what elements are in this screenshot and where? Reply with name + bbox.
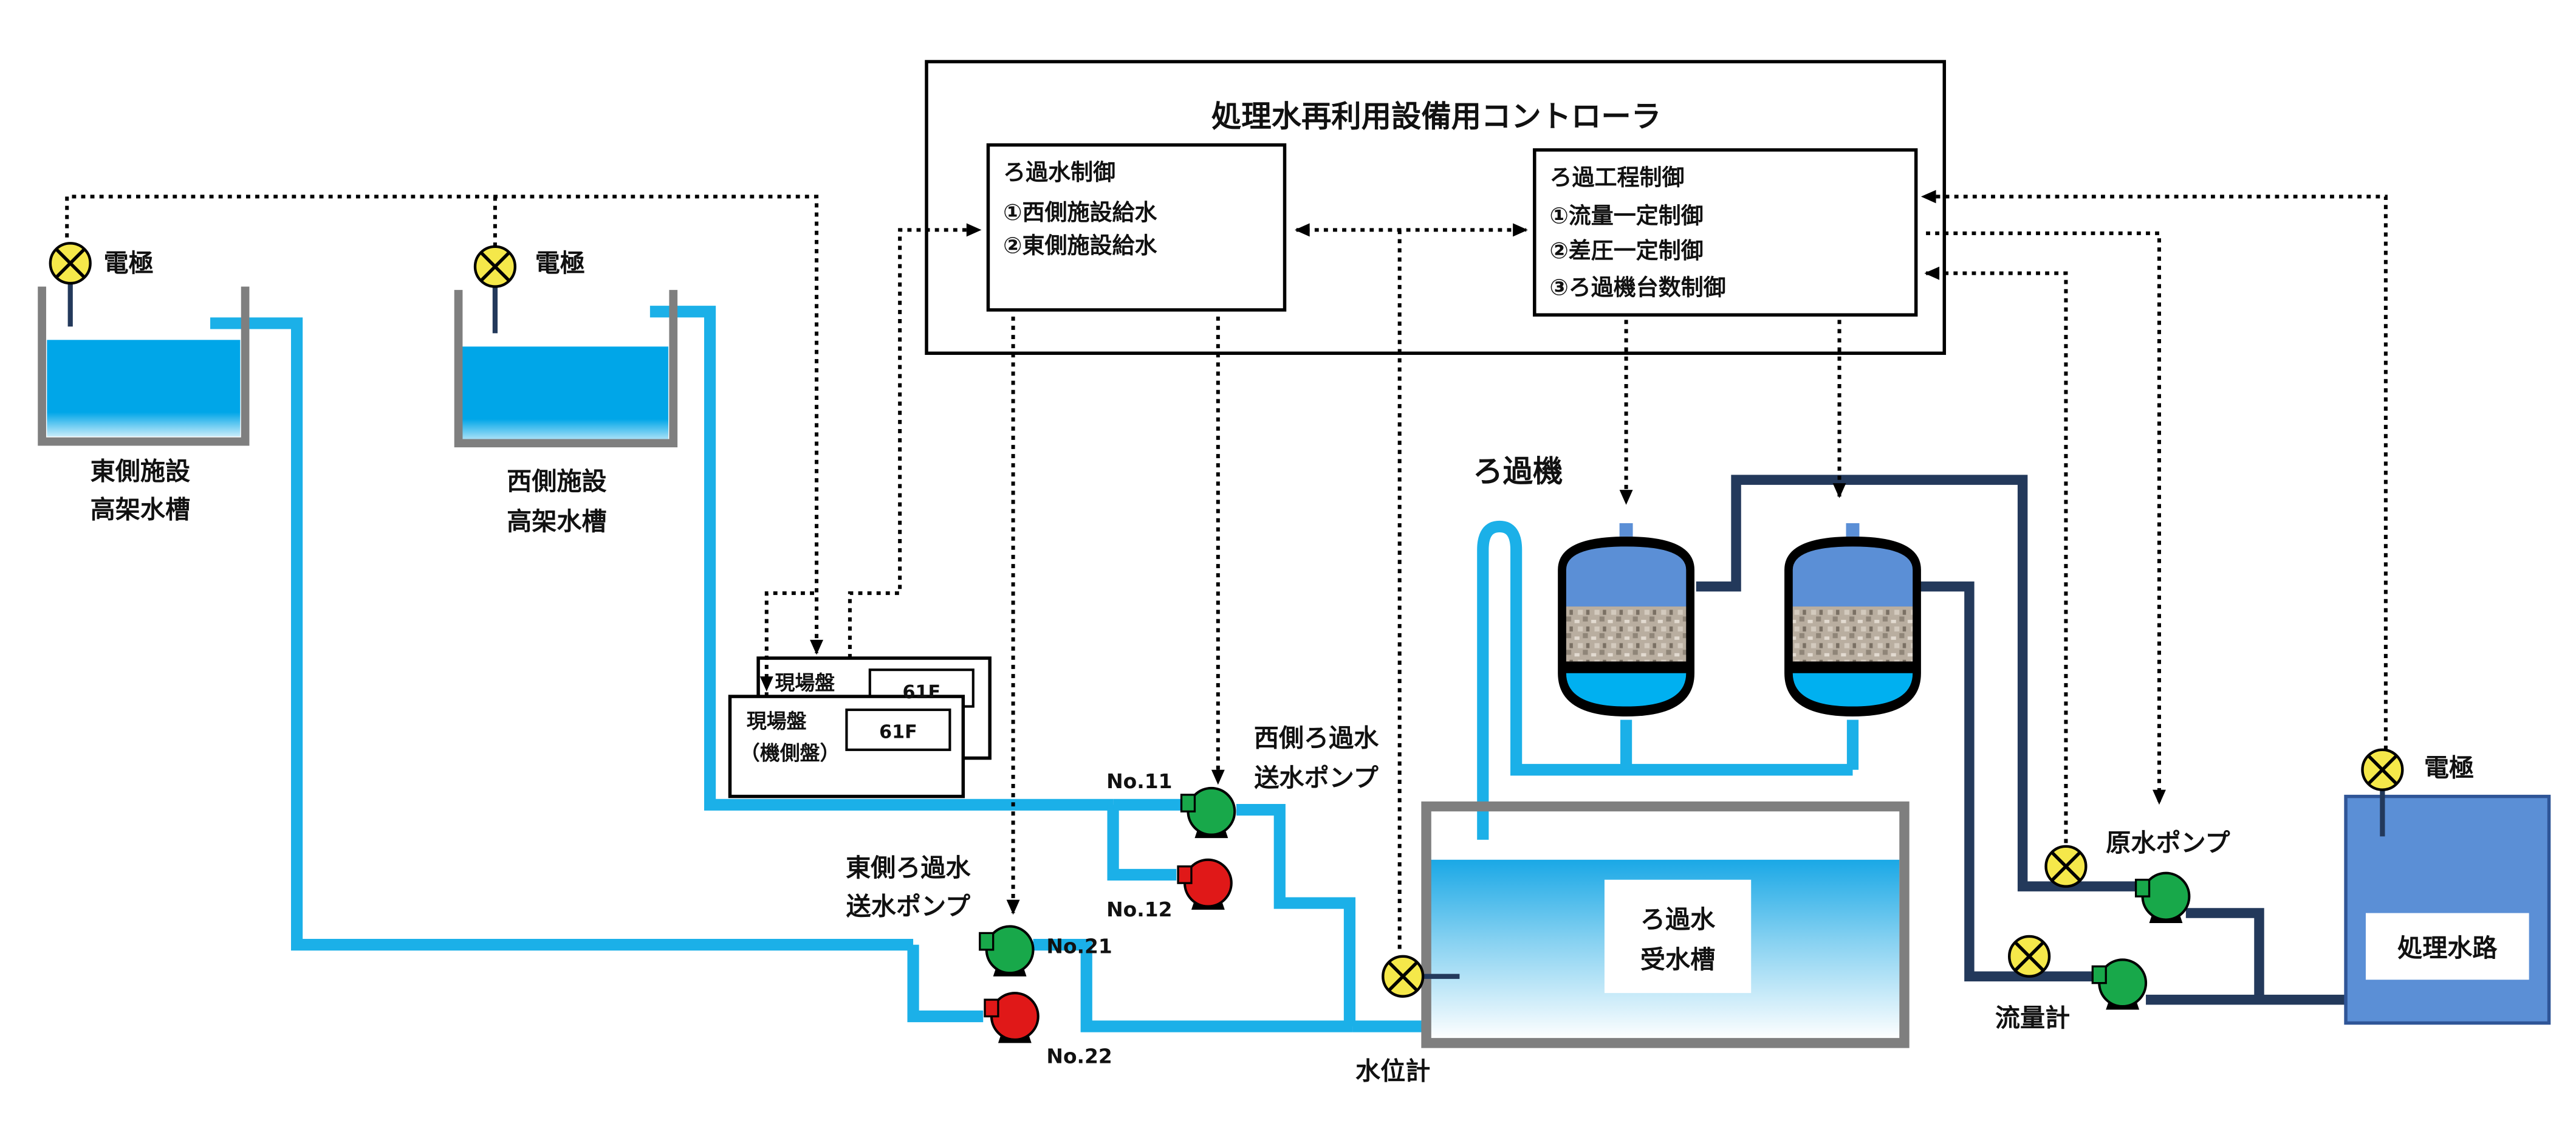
flow-meter-label: 流量計 (1995, 1003, 2070, 1032)
pump-no21-label: No.21 (1046, 934, 1112, 958)
west-pump-label: 送水ポンプ (1254, 763, 1379, 792)
local-panel-machine-label: 現場盤 (747, 709, 807, 733)
controller-title: 処理水再利用設備用コントローラ (1211, 98, 1661, 134)
pump-icon (979, 925, 1035, 977)
filtered-water-pipes (210, 306, 1859, 1032)
east-pump-outlet (1033, 939, 1353, 1032)
flow-meter-sensor-icon (2008, 935, 2051, 978)
filter-vessel-icon (1558, 523, 1695, 716)
panel-code: 61F (903, 682, 941, 703)
treated-channel-label: 処理水路 (2397, 933, 2498, 963)
electrode-sensor-icon (49, 242, 92, 327)
west-pump-bypass (1107, 805, 1177, 881)
east-pump-label: 東側ろ過水 (846, 853, 971, 882)
filter-header-pipe (1696, 475, 2146, 891)
pump-no11-label: No.11 (1106, 769, 1172, 793)
electrode-sensor-icon (2361, 748, 2404, 837)
west-elevated-tank (454, 290, 678, 448)
filtered-water-control-title: ろ過水制御 (1003, 159, 1115, 185)
east-tank-label: 高架水槽 (91, 495, 190, 524)
east-supply-pipe (210, 317, 914, 951)
receiving-tank-label: ろ過水 (1640, 905, 1716, 934)
diagram-labels: 処理水再利用設備用コントローラ ろ過水制御 ①西側施設給水 ②東側施設給水 ろ過… (91, 98, 2498, 1085)
filtration-control-item: ②差圧一定制御 (1549, 238, 1703, 264)
electrode-sensor-icon (473, 245, 516, 334)
east-pump-label: 送水ポンプ (846, 891, 971, 921)
signal-arrowheads (759, 190, 2166, 915)
raw-pump-sensor-icon (2044, 845, 2088, 888)
electrode-label: 電極 (104, 249, 154, 278)
west-pump-label: 西側ろ過水 (1254, 723, 1379, 752)
east-tank-label: 東側施設 (91, 457, 191, 486)
filtered-water-control-item: ②東側施設給水 (1003, 233, 1157, 259)
filtration-control-title: ろ過工程制御 (1549, 164, 1684, 190)
pump-icon (1177, 858, 1233, 910)
west-tank-label: 西側施設 (507, 467, 607, 496)
filter-label: ろ過機 (1473, 453, 1563, 489)
receiving-tank (1421, 801, 1910, 1048)
filtered-water-control-item: ①西側施設給水 (1003, 199, 1157, 225)
west-pump-outlet (1236, 803, 1356, 1026)
filter-return-pipe (1477, 520, 1853, 840)
raw-water-pipes (1696, 475, 2353, 1005)
west-tank-label: 高架水槽 (507, 507, 606, 536)
pump-no12-label: No.12 (1106, 898, 1172, 921)
pump-icon (2091, 958, 2148, 1010)
level-meter-label: 水位計 (1355, 1057, 1430, 1086)
pump-icon (2134, 871, 2191, 923)
controller-box (925, 60, 1947, 355)
west-supply-pipe (649, 306, 1114, 811)
filter-vessel-icon (1784, 523, 1921, 716)
signal-lines (65, 194, 2388, 953)
east-pump-bypass (907, 944, 984, 1023)
local-panel-label: 現場盤 (775, 671, 835, 695)
filtration-control-item: ③ろ過機台数制御 (1549, 274, 1725, 300)
panel-code: 61F (879, 722, 917, 743)
electrode-label: 電極 (535, 249, 585, 278)
east-elevated-tank (38, 286, 250, 446)
treated-water-channel (2344, 794, 2551, 1025)
electrode-label: 電極 (2424, 754, 2474, 783)
pump-no22-label: No.22 (1046, 1044, 1112, 1068)
receiving-tank-label: 受水槽 (1640, 945, 1715, 974)
filtration-control-item: ①流量一定制御 (1549, 202, 1703, 228)
pump-icon (984, 992, 1040, 1043)
local-panel-machine-label: （機側盤） (740, 741, 840, 764)
raw-water-pump-label: 原水ポンプ (2106, 828, 2230, 857)
level-meter-sensor-icon (1382, 955, 1460, 998)
filter2-inlet (1919, 581, 2106, 981)
pump-icon (1180, 786, 1236, 839)
local-panels (728, 656, 992, 798)
raw-pump-discharge (2185, 908, 2264, 1000)
